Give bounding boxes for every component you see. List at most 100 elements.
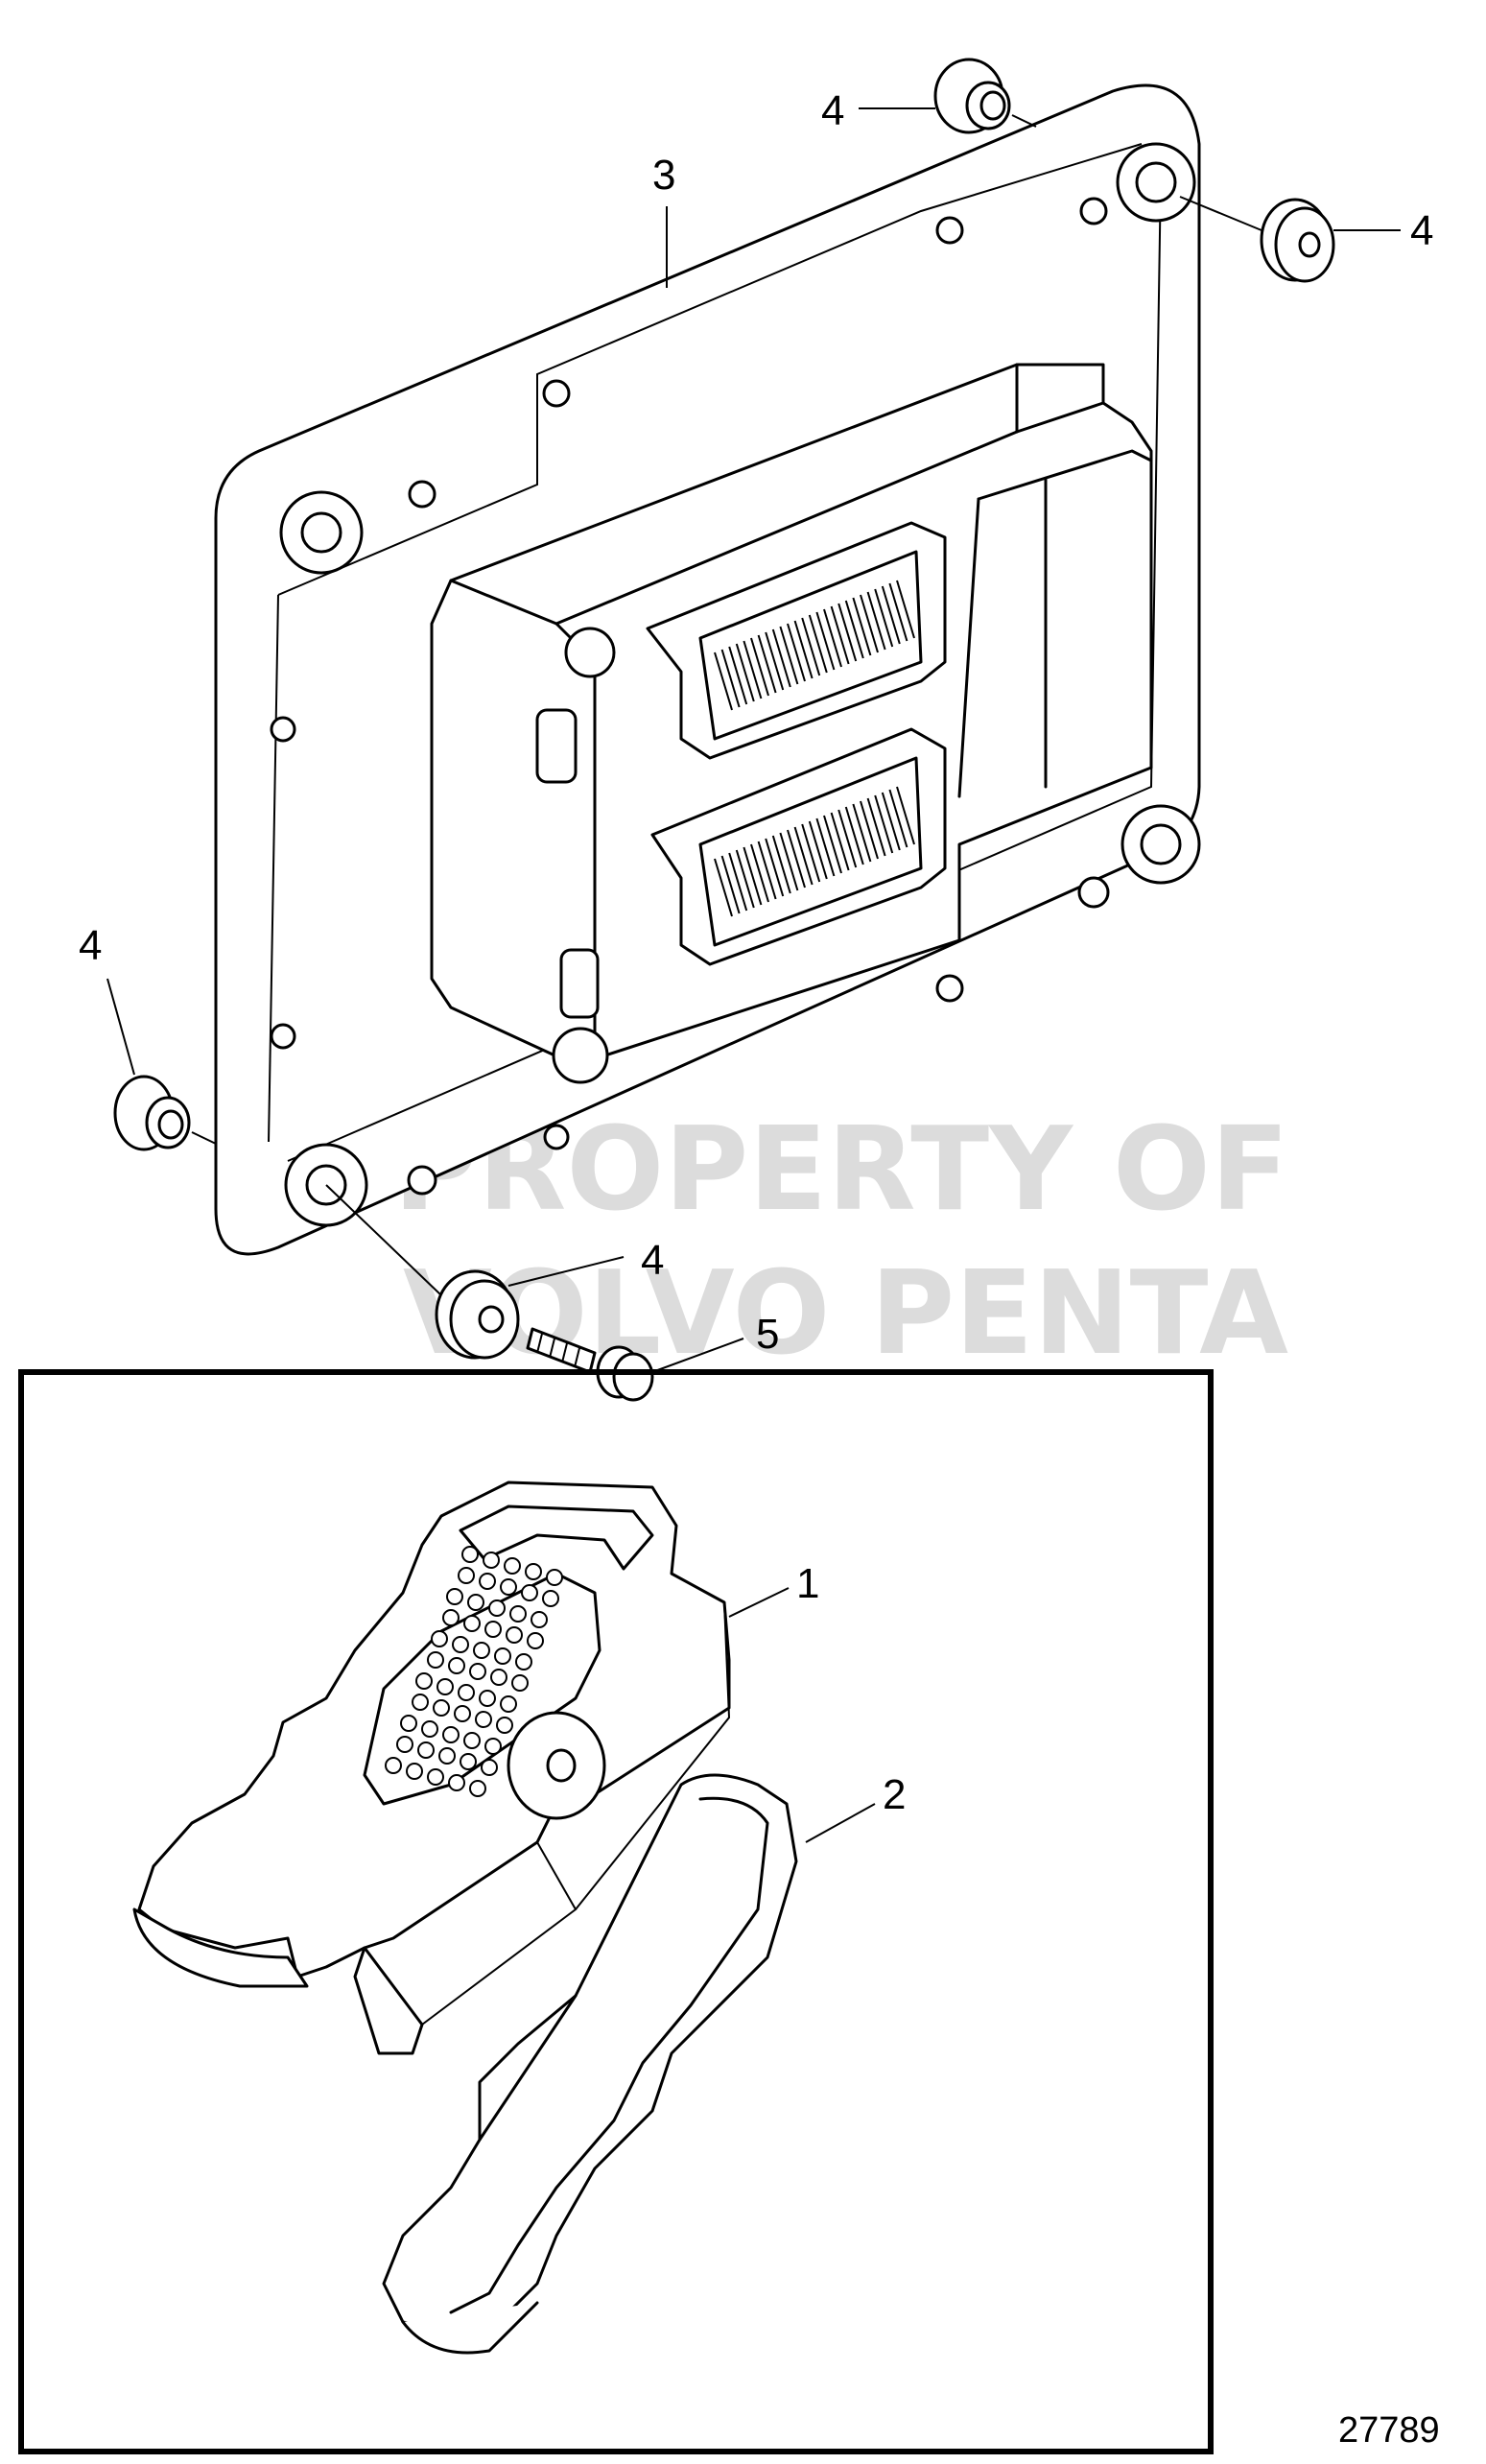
connector-pin [860,594,879,653]
connector-pin-hole [436,1678,454,1695]
connector-pin [771,835,791,894]
connector-pin [720,855,741,914]
connector-pin-hole [500,1578,517,1596]
callout-4-left: 4 [79,922,102,969]
connector-pin [801,617,821,676]
connector-pin [793,620,814,679]
connector-pin [815,817,836,877]
connector-pin-hole [415,1672,433,1690]
connector-pin-hole [452,1636,469,1653]
connector-pin [837,809,858,868]
connector-pin-hole [546,1569,563,1586]
connector-pin [860,800,879,860]
connector-pin-hole [479,1573,496,1590]
connector-pin [765,838,785,897]
connector-pin-hole [385,1757,402,1774]
drawing-number: 27789 [1338,2410,1440,2451]
watermark: PROPERTY OF VOLVO PENTA [393,1103,1289,1381]
connector-pin-hole [484,1621,502,1638]
connector-pin [750,843,769,903]
connector-pin [823,815,842,874]
connector-pin-hole [525,1563,542,1580]
callout-4-top: 4 [821,87,844,134]
connector-pin-hole [504,1557,521,1575]
callout-2: 2 [883,1771,906,1818]
connector-pin [779,626,799,685]
connector-pin [837,603,858,662]
connector-pin-hole [500,1695,517,1713]
connector-pin-hole [496,1717,513,1734]
callout-4-right: 4 [1410,207,1433,254]
connector-pin [714,858,733,917]
connector-pin-hole [521,1584,538,1601]
grommet-top [933,58,1037,134]
connector-pin-hole [412,1694,429,1711]
connector-pin [844,600,864,659]
grommet-bottom [325,1184,520,1360]
connector-pin-hole [473,1642,490,1659]
connector-pin-hole [433,1699,450,1717]
connector-pin-hole [515,1653,532,1670]
connector-pin-hole [463,1615,481,1632]
connector-pin [874,794,894,854]
connector-pin-hole [463,1732,481,1749]
ecu-connector-a-pins [714,580,915,711]
connector-pin [896,786,915,845]
connector-pin [771,628,791,688]
connector-pin [801,823,821,883]
connector-pin-hole [494,1647,511,1665]
connector-pin-hole [467,1594,484,1611]
connector-pin-hole [531,1611,548,1628]
detail-inset-frame [18,1369,1214,2454]
connector-pin-hole [427,1768,444,1786]
connector-pin [779,832,799,891]
callout-1: 1 [796,1560,819,1607]
connector-pin-hole [431,1630,448,1647]
connector-pin [720,649,741,708]
connector-cover [382,1773,798,2355]
connector-pin [844,806,864,865]
connector-pin-hole [442,1726,460,1743]
connector-pin [787,623,806,682]
connector-pin-hole [479,1690,496,1707]
connector-pin [808,820,828,880]
connector-pin [735,643,755,702]
connector-pin [743,640,763,699]
connector-pin [728,646,748,705]
connector-pin [888,789,908,848]
connector-pin-hole [461,1546,479,1563]
ecu-connector-b-pins [714,786,915,917]
connector-pin [757,634,777,694]
control-unit-housing [214,83,1201,1256]
connector-pin-hole [421,1720,438,1738]
connector-pin [881,792,901,851]
connector-pin-hole [509,1605,527,1623]
connector-pin-hole [527,1632,544,1649]
connector-pin [808,614,828,674]
connector-pin-hole [483,1552,500,1569]
connector-pin-hole [427,1651,444,1669]
connector-pin-hole [460,1753,477,1770]
connector-pin [881,585,901,645]
connector-pin [815,611,836,671]
connector-pin [896,580,915,639]
connector-pin-hole [475,1711,492,1728]
grommet-left [113,1075,217,1151]
connector-pin-hole [438,1747,456,1765]
connector-pin-hole [484,1738,502,1755]
connector-pin-hole [454,1705,471,1722]
connector [132,1481,731,2055]
connector-pin [793,826,814,886]
connector-pin-hole [396,1736,413,1753]
connector-pin [830,605,850,665]
connector-pin-hole [490,1669,507,1686]
connector-pin-hole [488,1599,506,1617]
connector-pin [728,852,748,912]
connector-pin-hole [542,1590,559,1607]
connector-pin-hole [506,1626,523,1644]
connector-pin-hole [481,1759,498,1776]
connector-pin [735,849,755,909]
connector-pin [823,608,842,668]
connector-pin-grid [385,1546,563,1797]
